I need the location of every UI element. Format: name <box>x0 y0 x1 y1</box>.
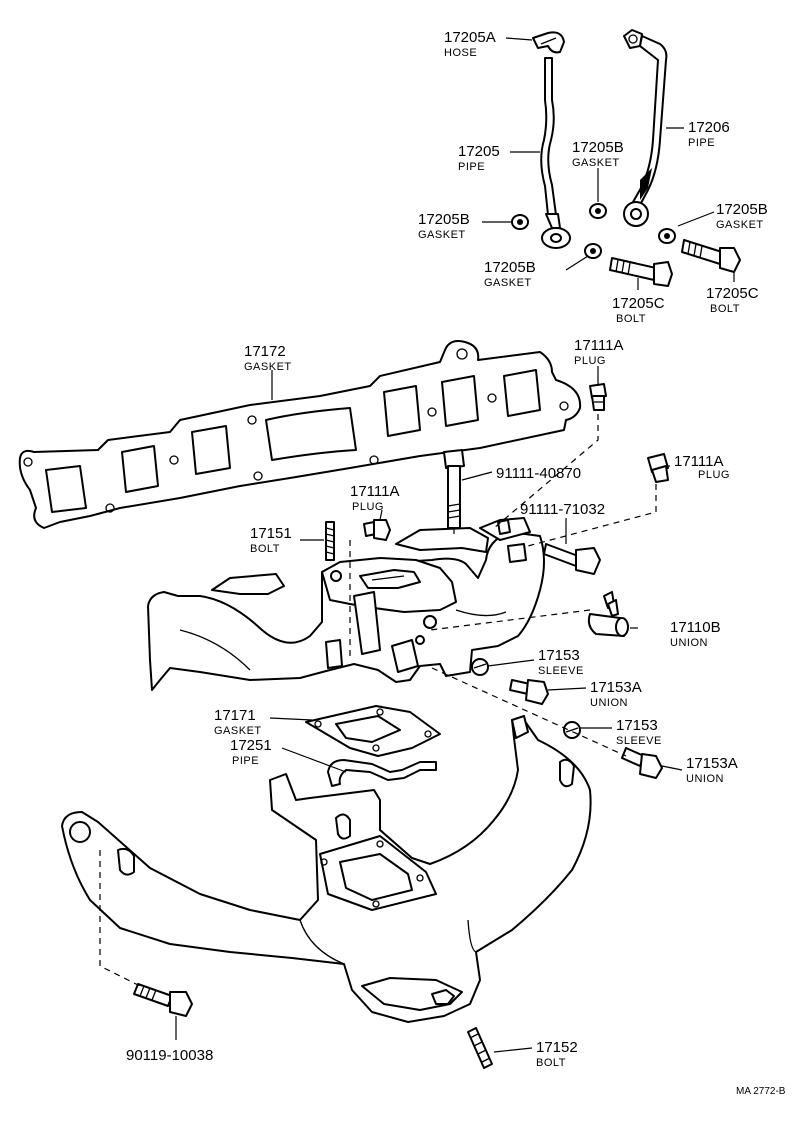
label-17171-gasket: 17171 GASKET <box>214 707 262 737</box>
part-number: 17153A <box>686 755 738 772</box>
label-17251-pipe: 17251 PIPE <box>230 737 272 767</box>
part-name: PIPE <box>688 137 715 149</box>
bolt-90119-10038-drawing <box>133 983 193 1017</box>
part-name: UNION <box>590 697 628 709</box>
part-number: 90119-10038 <box>126 1047 213 1064</box>
bolt-17151-drawing <box>325 521 335 561</box>
part-name: GASKET <box>418 229 466 241</box>
part-name: GASKET <box>484 277 532 289</box>
part-name: BOLT <box>250 543 280 555</box>
part-name: PIPE <box>232 755 259 767</box>
part-number: 17153 <box>616 717 658 734</box>
part-name: GASKET <box>572 157 620 169</box>
label-17172-gasket: 17172 GASKET <box>244 343 292 373</box>
label-17205c-bolt-a: 17205C BOLT <box>612 295 665 325</box>
part-name: BOLT <box>536 1057 566 1069</box>
assembly-lines <box>99 414 657 987</box>
pipe-17251-drawing <box>327 759 437 787</box>
hose-17205a-drawing <box>532 31 565 54</box>
part-name: PLUG <box>574 355 606 367</box>
washers-17205b-drawing <box>511 203 676 259</box>
leader-lines <box>175 37 735 1053</box>
part-name: PLUG <box>698 469 730 481</box>
label-17153a-union-b: 17153A UNION <box>686 755 738 785</box>
part-name: GASKET <box>214 725 262 737</box>
bolt-17152-drawing <box>467 1027 493 1069</box>
label-17111a-plug-a: 17111A PLUG <box>574 337 624 367</box>
plug-17111a-mid-drawing <box>363 519 391 541</box>
part-number: 17206 <box>688 119 730 136</box>
part-name: BOLT <box>616 313 646 325</box>
part-name: SLEEVE <box>538 665 584 677</box>
label-17153a-union-a: 17153A UNION <box>590 679 642 709</box>
part-number: 17205B <box>716 201 768 218</box>
label-90119-10038: 90119-10038 <box>126 1047 213 1064</box>
label-17206-pipe: 17206 PIPE <box>688 119 730 149</box>
part-name: PLUG <box>352 501 384 513</box>
part-name: HOSE <box>444 47 477 59</box>
part-number: 17111A <box>350 483 400 500</box>
exhaust-manifold-drawing <box>147 517 545 691</box>
part-number: 17172 <box>244 343 286 360</box>
part-number: 17205C <box>706 285 759 302</box>
gasket-17172-drawing <box>18 340 582 529</box>
label-17205c-bolt-b: 17205C BOLT <box>706 285 759 315</box>
label-17151-bolt: 17151 BOLT <box>250 525 292 555</box>
part-name: PIPE <box>458 161 485 173</box>
part-number: 17110B <box>670 619 721 636</box>
bolt-91111-71032-drawing <box>543 543 601 575</box>
bolts-17205c-drawing <box>609 239 741 287</box>
label-17153-sleeve-b: 17153 SLEEVE <box>616 717 662 747</box>
plug-17111a-top-drawing <box>589 383 607 411</box>
part-number: 17205B <box>418 211 470 228</box>
sleeve-17153-upper-drawing <box>471 658 489 676</box>
label-17110b-union: 17110B UNION <box>670 619 721 649</box>
label-17111a-plug-b: 17111A PLUG <box>674 453 730 481</box>
part-number: 17205B <box>572 139 624 156</box>
union-17153a-lower-drawing <box>621 747 663 779</box>
part-name: SLEEVE <box>616 735 662 747</box>
part-number: 17205A <box>444 29 496 46</box>
part-number: 91111-40870 <box>496 465 581 482</box>
intake-manifold-drawing <box>61 715 592 1023</box>
label-17205b-gasket-b: 17205B GASKET <box>418 211 470 241</box>
label-91111-40870: 91111-40870 <box>496 465 581 482</box>
part-number: 17152 <box>536 1039 578 1056</box>
union-17153a-upper-drawing <box>509 679 549 705</box>
label-17205b-gasket-d: 17205B GASKET <box>716 201 768 231</box>
drawing-reference: MA 2772-B <box>736 1086 786 1097</box>
part-number: 17205B <box>484 259 536 276</box>
part-name: BOLT <box>710 303 740 315</box>
part-number: 17153A <box>590 679 642 696</box>
part-number: 17153 <box>538 647 580 664</box>
part-number: 17205C <box>612 295 665 312</box>
part-number: 91111-71032 <box>520 501 605 518</box>
pipe-17206-drawing <box>623 29 668 227</box>
label-17111a-plug-c: 17111A PLUG <box>350 483 400 513</box>
part-name: UNION <box>670 637 708 649</box>
part-name: UNION <box>686 773 724 785</box>
part-number: 17111A <box>574 337 624 354</box>
part-number: 17251 <box>230 737 272 754</box>
union-17110b-drawing <box>587 591 629 637</box>
label-17152-bolt: 17152 BOLT <box>536 1039 578 1069</box>
label-17205-pipe: 17205 PIPE <box>458 143 500 173</box>
bolt-91111-40870-drawing <box>443 449 465 529</box>
part-name: GASKET <box>716 219 764 231</box>
sleeve-17153-lower-drawing <box>563 721 581 739</box>
pipe-17205-drawing <box>540 57 571 249</box>
label-17205b-gasket-c: 17205B GASKET <box>484 259 536 289</box>
part-number: 17111A <box>674 453 724 470</box>
part-number: 17205 <box>458 143 500 160</box>
label-91111-71032: 91111-71032 <box>520 501 605 518</box>
label-17205b-gasket-a: 17205B GASKET <box>572 139 624 169</box>
gasket-17171-drawing <box>305 705 441 757</box>
part-name: GASKET <box>244 361 292 373</box>
label-17205a-hose: 17205A HOSE <box>444 29 496 59</box>
label-17153-sleeve-a: 17153 SLEEVE <box>538 647 584 677</box>
part-number: 17171 <box>214 707 256 724</box>
plug-17111a-right-drawing <box>647 453 669 483</box>
part-number: 17151 <box>250 525 292 542</box>
